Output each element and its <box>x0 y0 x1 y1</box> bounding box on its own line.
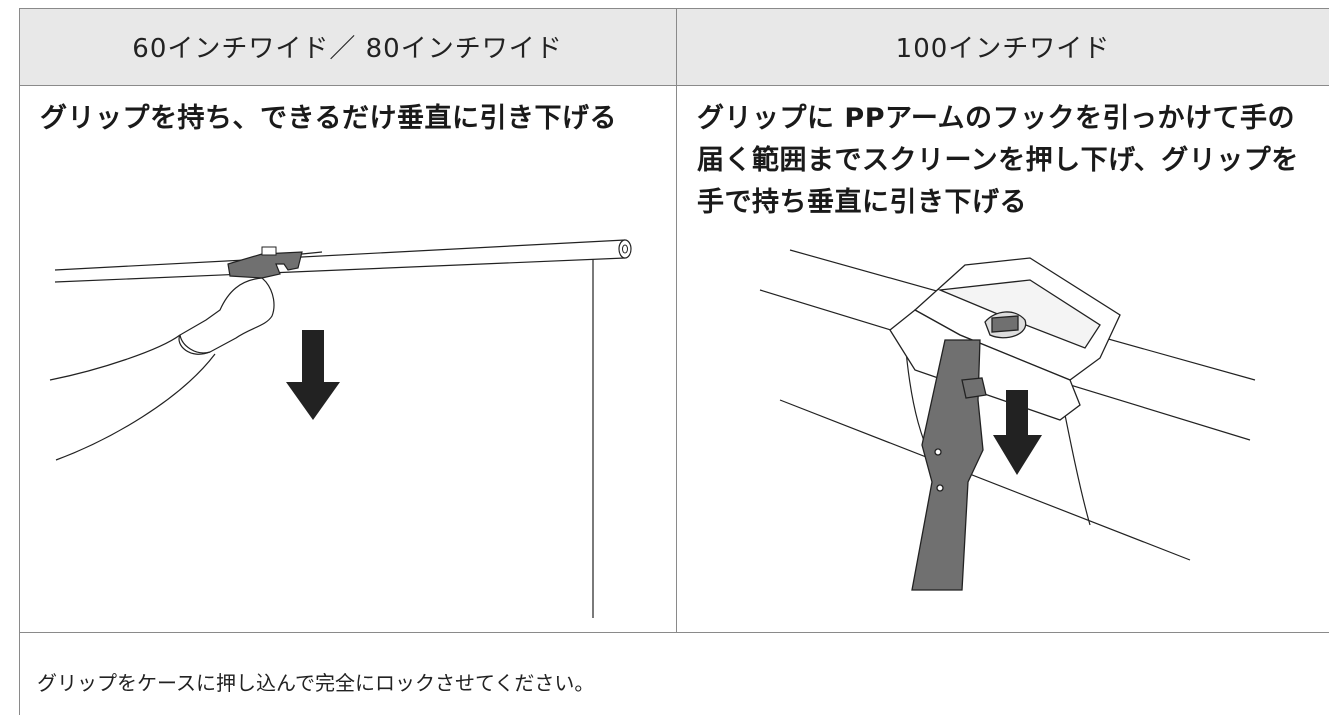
header-60-80-inch-wide: 60インチワイド／ 80インチワイド <box>19 8 676 85</box>
border-top <box>19 8 1329 9</box>
grip-icon <box>889 257 1121 421</box>
lock-note: グリップをケースに押し込んで完全にロックさせてください。 <box>37 671 595 695</box>
arrow-down-icon <box>993 390 1042 475</box>
header-left-label: 60インチワイド／ 80インチワイド <box>132 34 563 64</box>
border-header-bottom <box>19 85 1329 86</box>
border-body-bottom <box>19 632 1329 633</box>
header-right-label: 100インチワイド <box>895 34 1111 64</box>
illustration-pp-arm-hook <box>759 249 1256 591</box>
instruction-left: グリップを持ち、できるだけ垂直に引き下げる <box>40 103 617 134</box>
grip-icon <box>227 246 323 279</box>
hand-icon <box>49 277 275 461</box>
illustration-hand-pulling-grip <box>49 239 632 618</box>
arrow-down-icon <box>286 330 340 420</box>
border-middle <box>676 8 677 632</box>
instruction-right: グリップに PPアームのフックを引っかけて手の届く範囲までスクリーンを押し下げ、… <box>697 103 1299 218</box>
pp-arm-icon <box>911 339 987 591</box>
header-100-inch-wide: 100インチワイド <box>677 8 1329 85</box>
border-left <box>19 8 20 715</box>
